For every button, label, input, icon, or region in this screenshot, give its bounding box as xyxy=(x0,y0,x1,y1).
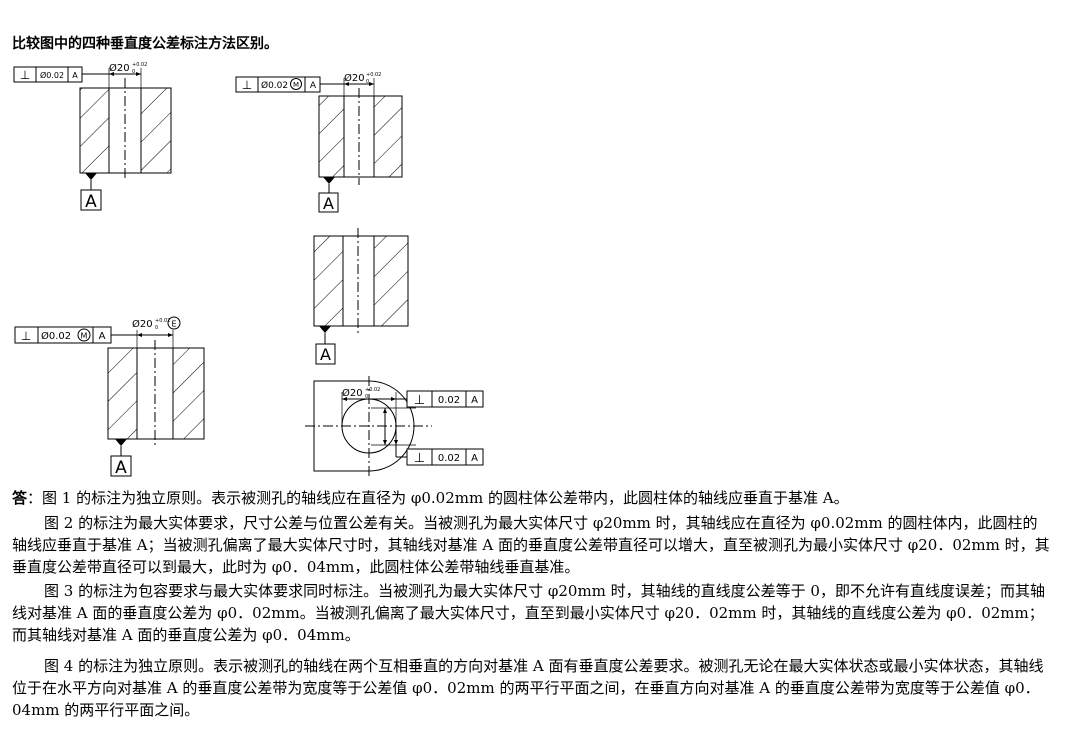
fig2-part: A xyxy=(318,88,403,213)
figures-drawing: ⊥ Ø0.02 A Ø20 +0.02 0 A xyxy=(13,62,484,478)
fig1-datum-label: A xyxy=(85,192,97,212)
fig5-frame-1: ⊥ 0.02 A xyxy=(396,390,484,408)
fig1-tolerance-value: Ø0.02 xyxy=(40,70,64,80)
fig4-dim-text: Ø20 xyxy=(132,318,153,330)
perpendicularity-symbol: ⊥ xyxy=(20,68,30,82)
fig4-tolerance-value: Ø0.02 xyxy=(41,330,71,342)
fig2-dimension: Ø20 +0.02 0 xyxy=(343,72,381,96)
figure-1: ⊥ Ø0.02 A Ø20 +0.02 0 A xyxy=(13,62,172,212)
fig1-datum-triangle xyxy=(85,173,97,180)
fig2-datum-ref: A xyxy=(310,81,317,91)
fig2-datum-triangle xyxy=(323,177,335,184)
fig5-frame2-datum: A xyxy=(471,453,478,464)
fig1-feature-control-frame: ⊥ Ø0.02 A xyxy=(13,66,109,83)
fig4-datum-triangle xyxy=(115,439,127,446)
fig2-feature-control-frame: ⊥ Ø0.02 M A xyxy=(235,76,344,93)
fig1-datum-ref: A xyxy=(72,71,78,80)
fig4-feature-control-frame: ⊥ Ø0.02 M A xyxy=(14,326,137,344)
fig5-dimension: Ø20 +0.02 0 xyxy=(341,387,397,426)
perpendicularity-symbol: ⊥ xyxy=(414,451,425,466)
fig2-dim-upper: +0.02 xyxy=(366,72,381,78)
fig4-mmc-modifier: M xyxy=(81,332,88,341)
fig5-frame-2: ⊥ 0.02 A xyxy=(395,445,484,466)
fig1-part: A xyxy=(79,78,172,212)
perpendicularity-symbol: ⊥ xyxy=(414,393,425,408)
fig2-datum-label: A xyxy=(323,194,334,213)
fig5-frame1-tolerance: 0.02 xyxy=(438,395,460,406)
fig1-dim-text: Ø20 xyxy=(109,62,130,74)
answer-paragraph-3: 图 3 的标注为包容要求与最大实体要求同时标注。当被测孔为最大实体尺寸 φ20m… xyxy=(12,582,1045,644)
figure-3: A xyxy=(313,228,409,365)
fig4-dim-upper: +0.02 xyxy=(155,318,170,324)
fig5-dim-text: Ø20 xyxy=(342,387,363,399)
fig5-frame2-tolerance: 0.02 xyxy=(438,453,460,464)
fig5-dim-lower: 0 xyxy=(365,394,368,400)
fig3-datum-triangle xyxy=(319,326,331,333)
figure-5: Ø20 +0.02 0 ⊥ 0.02 A xyxy=(305,376,484,478)
fig2-dim-text: Ø20 xyxy=(344,72,365,84)
fig2-mmc-modifier: M xyxy=(293,81,299,89)
fig5-dim-upper: +0.02 xyxy=(365,387,380,393)
answer-label: 答 xyxy=(12,489,28,507)
fig4-envelope-symbol: E xyxy=(171,320,176,329)
figure-4: ⊥ Ø0.02 M A Ø20 +0.02 0 E A xyxy=(14,316,205,478)
fig5-vertical-dimension xyxy=(371,407,416,446)
answer-paragraph-4: 图 4 的标注为独立原则。表示被测孔的轴线在两个互相垂直的方向对基准 A 面有垂… xyxy=(12,657,1044,719)
fig4-dim-lower: 0 xyxy=(155,325,158,331)
fig2-tolerance-value: Ø0.02 xyxy=(261,80,288,91)
fig2-dim-lower: 0 xyxy=(366,79,369,85)
perpendicularity-symbol: ⊥ xyxy=(21,329,31,343)
fig4-datum-label: A xyxy=(115,458,127,478)
question-title: 比较图中的四种垂直度公差标注方法区别。 xyxy=(12,36,278,52)
answer-paragraph-1: 答：图 1 的标注为独立原则。表示被测孔的轴线应在直径为 φ0.02mm 的圆柱… xyxy=(12,487,1052,509)
perpendicularity-symbol: ⊥ xyxy=(242,78,252,92)
fig4-datum-ref: A xyxy=(99,331,106,342)
fig1-dim-lower: 0 xyxy=(132,69,135,75)
answer-p1-text: ：图 1 的标注为独立原则。表示被测孔的轴线应在直径为 φ0.02mm 的圆柱体… xyxy=(27,489,849,507)
fig1-dim-upper: +0.02 xyxy=(132,62,147,68)
answer-paragraph-2: 图 2 的标注为最大实体要求，尺寸公差与位置公差有关。当被测孔为最大实体尺寸 φ… xyxy=(12,514,1050,576)
fig3-datum-label: A xyxy=(320,345,331,364)
fig4-part: A xyxy=(107,340,205,478)
fig5-frame1-datum: A xyxy=(471,395,478,406)
fig4-dimension: Ø20 +0.02 0 E xyxy=(132,316,181,348)
figure-2: ⊥ Ø0.02 M A Ø20 +0.02 0 A xyxy=(235,72,403,213)
fig1-dimension: Ø20 +0.02 0 xyxy=(108,62,147,88)
